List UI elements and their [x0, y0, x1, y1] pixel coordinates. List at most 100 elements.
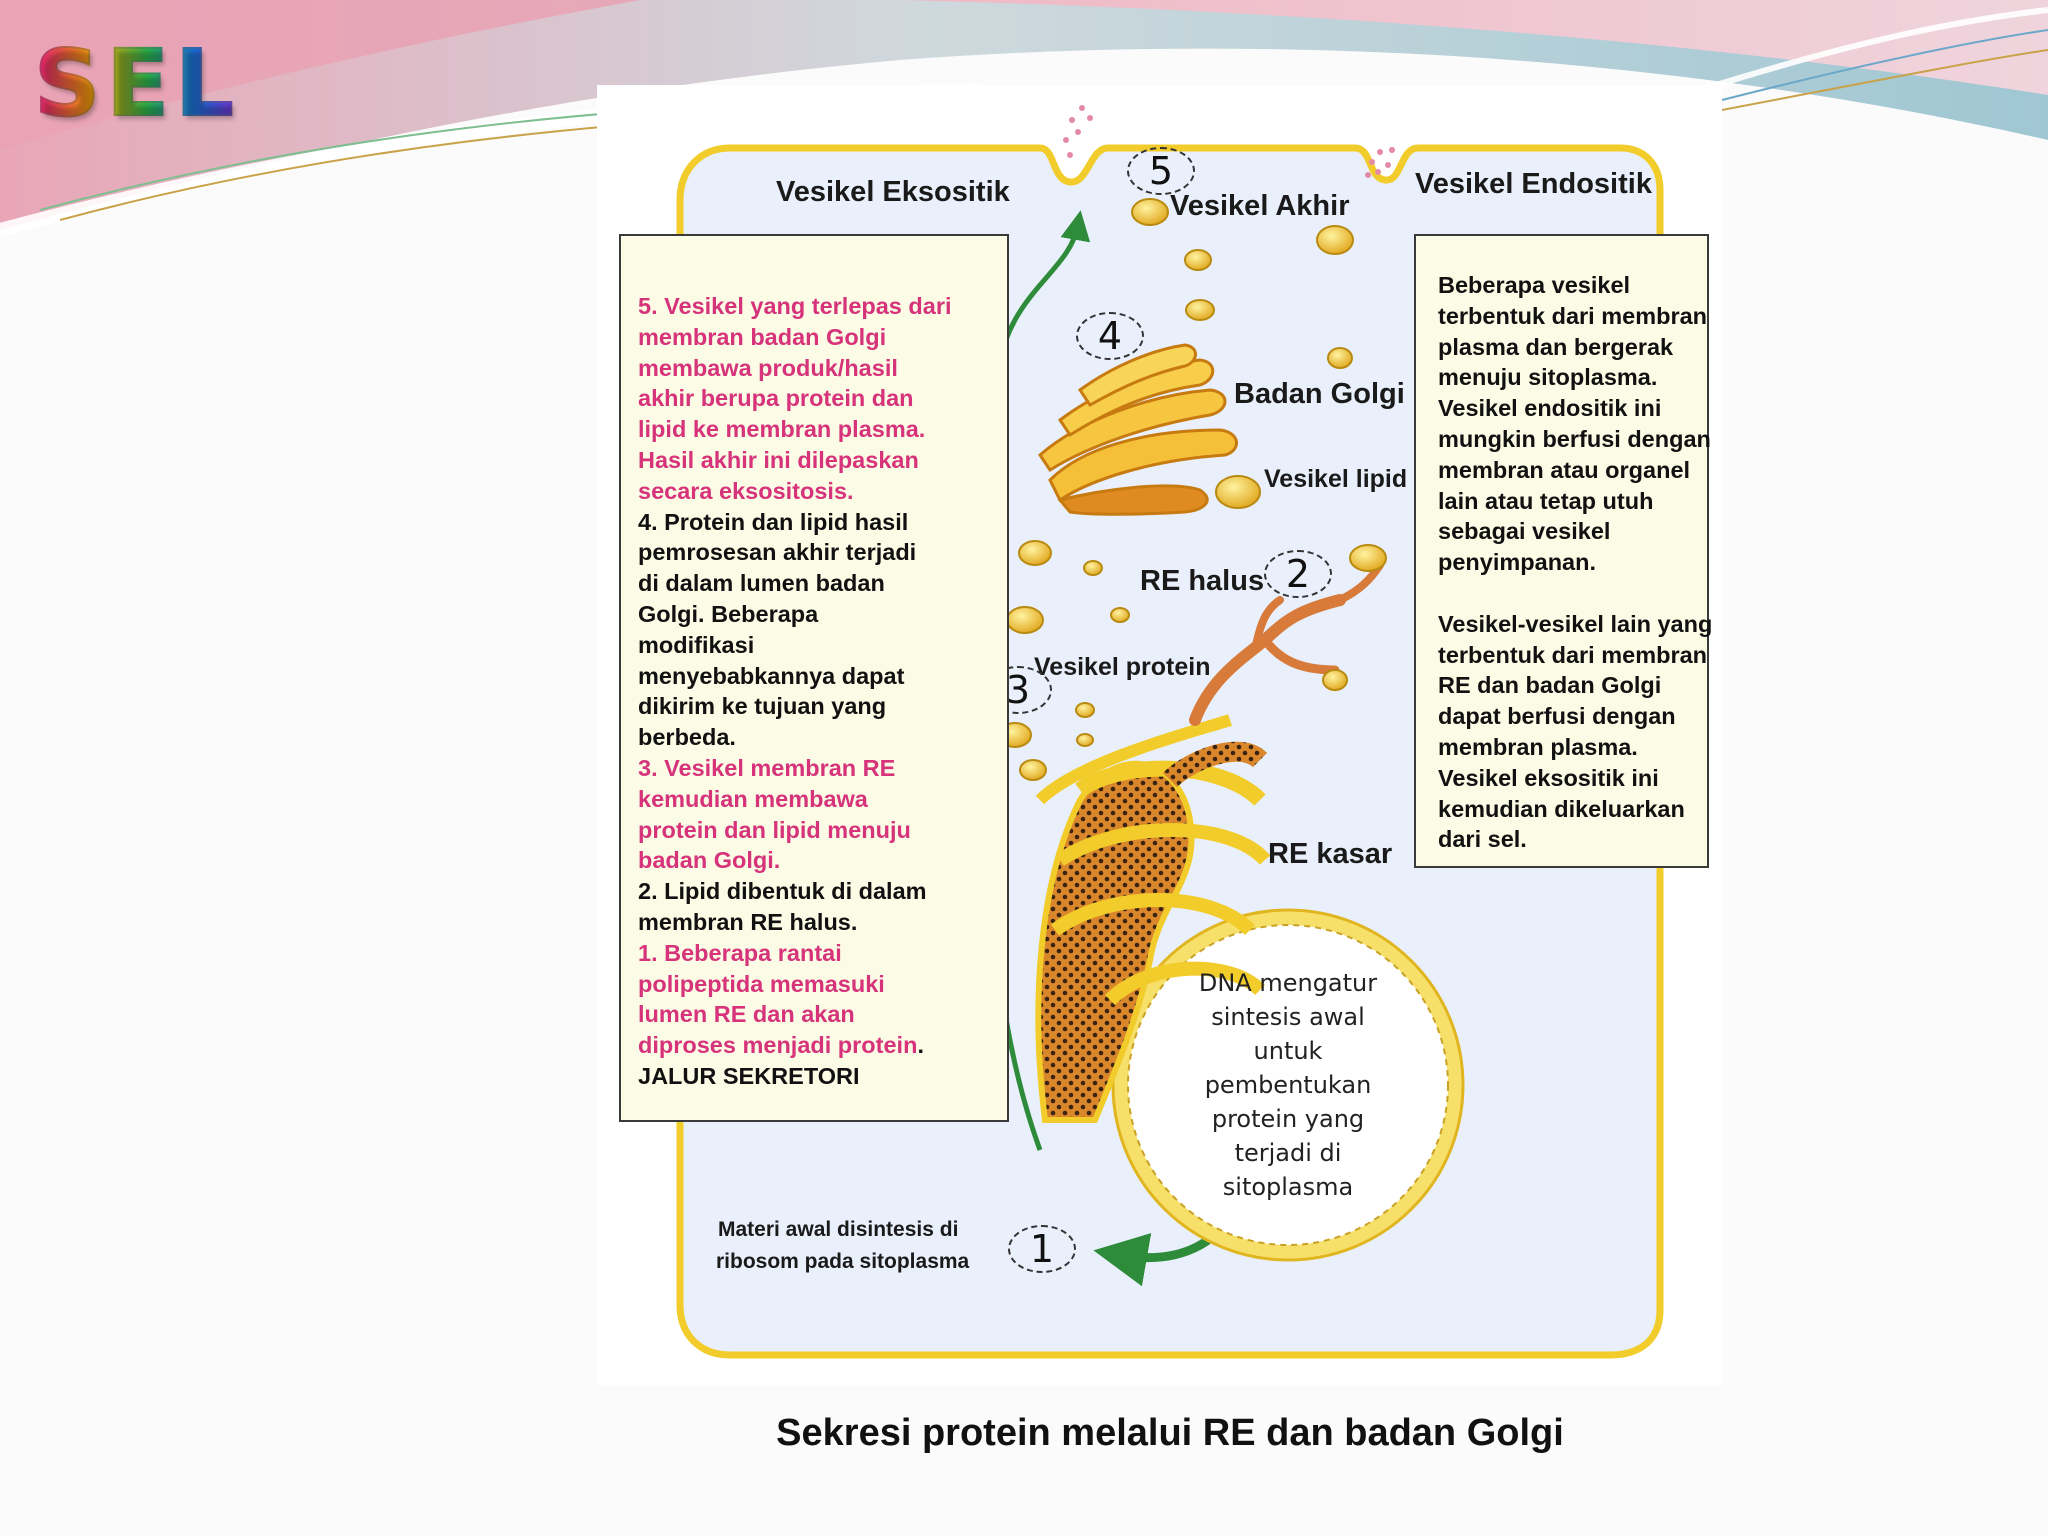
vesicle-info-line: Beberapa vesikel [1438, 272, 1631, 298]
secretory-line-text: lipid ke membran plasma. [638, 416, 926, 443]
vesicles [998, 198, 1387, 781]
label-vesikel-lipid: Vesikel lipid [1264, 465, 1408, 493]
secretory-line-text: 5. Vesikel yang terlepas dari [638, 293, 952, 319]
secretory-line: 5. Vesikel yang terlepas dari [638, 291, 997, 322]
label-materi-awal-1: Materi awal disintesis di [718, 1218, 959, 1241]
secretory-line: secara eksositosis. [638, 476, 997, 507]
nucleus-text-line: protein yang [1211, 1105, 1365, 1133]
vesicle-info-line: plasma dan bergerak [1438, 333, 1674, 360]
rough-er [1035, 714, 1271, 1123]
secretory-line: Golgi. Beberapa [638, 599, 997, 630]
secretory-line-text: badan Golgi. [638, 847, 781, 874]
slide-caption: Sekresi protein melalui RE dan badan Gol… [776, 1412, 1564, 1454]
secretory-line: berbeda. [638, 722, 997, 753]
secretory-line-text: dikirim ke tujuan yang [638, 693, 887, 720]
label-vesikel-endositik: Vesikel Endositik [1415, 168, 1652, 200]
vesicle-info-line: terbentuk dari membran [1438, 302, 1708, 329]
step-2-marker: 2 [1264, 550, 1332, 598]
secretory-line-text: secara eksositosis. [638, 477, 854, 504]
vesicle-info-line: RE dan badan Golgi [1438, 672, 1662, 699]
secretory-line-text: Hasil akhir ini dilepaskan [638, 446, 919, 473]
secretory-pathway-text: 5. Vesikel yang terlepas dari membran bad… [638, 291, 997, 1092]
secretory-line-text: berbeda. [638, 724, 736, 751]
secretory-line-text: membran badan Golgi [638, 323, 887, 350]
secretory-line: JALUR SEKRETORI [638, 1061, 997, 1092]
secretory-line-text: protein dan lipid menuju [638, 816, 911, 843]
secretory-line-text: pemrosesan akhir terjadi [638, 539, 917, 566]
label-re-halus: RE halus [1140, 565, 1265, 597]
secretory-line: lipid ke membran plasma. [638, 414, 997, 445]
step-4-marker: 4 [1076, 312, 1144, 360]
secretory-line-text: akhir berupa protein dan [638, 385, 914, 412]
secretory-line-text: di dalam lumen badan [638, 570, 885, 597]
vesicle-info-line: Vesikel-vesikel lain yang [1438, 610, 1713, 637]
secretory-line: protein dan lipid menuju [638, 815, 997, 846]
nucleus-text-line: pembentukan [1204, 1071, 1372, 1099]
label-re-kasar: RE kasar [1268, 838, 1393, 870]
vesicle-info-line: dari sel. [1438, 826, 1527, 853]
vesicle-info-line: terbentuk dari membran [1438, 641, 1708, 668]
label-vesikel-eksositik: Vesikel Eksositik [776, 176, 1010, 208]
label-materi-awal-2: ribosom pada sitoplasma [716, 1250, 970, 1273]
exocytosis-particles [1063, 105, 1395, 178]
secretory-line-suffix: . [917, 1032, 924, 1059]
vesicle-info-line: membran atau organel [1438, 456, 1691, 483]
vesicle-info-line: kemudian dikeluarkan [1438, 795, 1685, 822]
nucleus-text: DNA mengatur sintesis awal untuk pembent… [1172, 966, 1404, 1204]
secretory-line-text: diproses menjadi protein [638, 1032, 918, 1059]
vesicle-info-text: Beberapa vesikel terbentuk dari membran pl… [1438, 270, 1713, 855]
secretory-line-text: JALUR SEKRETORI [638, 1062, 860, 1089]
secretory-line-text: Golgi. Beberapa [638, 600, 819, 627]
secretory-line: diproses menjadi protein. [638, 1030, 997, 1061]
secretory-line-text: membran RE halus. [638, 908, 858, 935]
secretory-line-text: polipeptida memasuki [638, 970, 885, 997]
secretory-line: 2. Lipid dibentuk di dalam [638, 876, 997, 907]
secretory-line-text: 3. Vesikel membran RE [638, 754, 896, 781]
vesicle-info-line: menuju sitoplasma. [1438, 364, 1658, 391]
secretory-line-text: menyebabkannya dapat [638, 662, 905, 689]
vesicle-info-line: mungkin berfusi dengan [1438, 425, 1711, 452]
secretory-line: di dalam lumen badan [638, 568, 997, 599]
secretory-line-text: 2. Lipid dibentuk di dalam [638, 878, 927, 905]
vesicle-info-line: Vesikel endositik ini [1438, 395, 1662, 422]
secretory-line: lumen RE dan akan [638, 999, 997, 1030]
vesicle-info-line: Vesikel eksositik ini [1438, 764, 1659, 791]
secretory-line: 3. Vesikel membran RE [638, 753, 997, 784]
secretory-line-text: 1. Beberapa rantai [638, 939, 842, 966]
secretory-pathway-box: 5. Vesikel yang terlepas dari membran bad… [619, 234, 1009, 1122]
secretory-line: polipeptida memasuki [638, 969, 997, 1000]
secretory-line-text: lumen RE dan akan [638, 1001, 855, 1028]
nucleus-text-line: sintesis awal [1211, 1003, 1365, 1031]
nucleus-text-line: terjadi di [1234, 1139, 1342, 1167]
nucleus-inner [1127, 924, 1449, 1246]
vesicle-info-box: Beberapa vesikel terbentuk dari membran pl… [1414, 234, 1713, 868]
secretory-line-text: 4. Protein dan lipid hasil [638, 508, 909, 535]
secretory-line: 1. Beberapa rantai [638, 938, 997, 969]
secretory-line: membawa produk/hasil [638, 353, 997, 384]
secretory-line-text: kemudian membawa [638, 785, 868, 812]
secretory-line: badan Golgi. [638, 845, 997, 876]
secretory-line: menyebabkannya dapat [638, 661, 997, 692]
secretory-line: dikirim ke tujuan yang [638, 691, 997, 722]
secretory-line: modifikasi [638, 630, 997, 661]
secretory-line-text: modifikasi [638, 631, 755, 658]
secretory-line: membran RE halus. [638, 907, 997, 938]
label-vesikel-akhir: Vesikel Akhir [1170, 190, 1350, 222]
secretory-line: 4. Protein dan lipid hasil [638, 507, 997, 538]
vesicle-info-line: membran plasma. [1438, 733, 1638, 760]
vesicle-info-line: lain atau tetap utuh [1438, 487, 1654, 514]
slide-title: SEL [33, 30, 240, 137]
vesicle-info-line: penyimpanan. [1438, 549, 1597, 576]
secretory-line: kemudian membawa [638, 784, 997, 815]
step-1-marker: 1 [1008, 1225, 1076, 1273]
nucleus-text-line: untuk [1253, 1037, 1323, 1065]
step-5-marker: 5 [1127, 147, 1195, 195]
secretory-line-text: membawa produk/hasil [638, 354, 898, 381]
secretory-line: akhir berupa protein dan [638, 383, 997, 414]
secretory-line: pemrosesan akhir terjadi [638, 537, 997, 568]
label-vesikel-protein: Vesikel protein [1034, 653, 1211, 681]
vesicle-info-line: dapat berfusi dengan [1438, 703, 1676, 730]
vesicle-info-line: sebagai vesikel [1438, 518, 1611, 545]
label-badan-golgi: Badan Golgi [1234, 378, 1405, 410]
